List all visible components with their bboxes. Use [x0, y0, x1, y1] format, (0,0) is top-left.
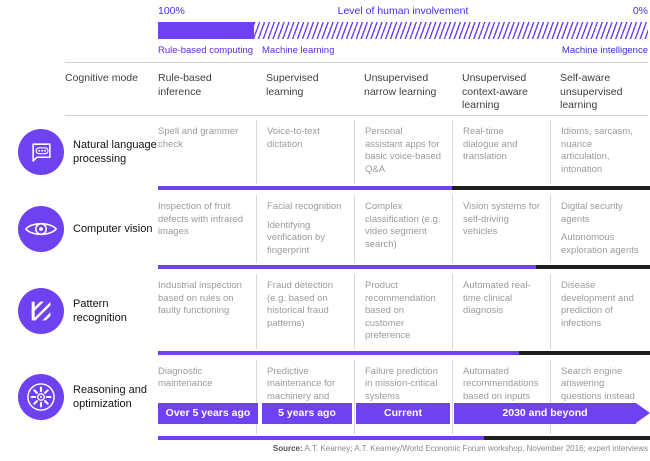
matrix-cell: Diagnostic maintenance — [158, 365, 213, 390]
matrix-cell: Industrial inspection based on rules on … — [158, 280, 242, 317]
corner-header-cognitive-mode: Cognitive mode — [65, 72, 138, 84]
progress-bar-computer-vision — [158, 265, 650, 270]
header-rule-top — [65, 62, 648, 63]
matrix-cell: Product recommendation based on customer… — [354, 274, 452, 349]
wheel-icon — [18, 374, 64, 421]
involvement-bar — [158, 22, 648, 39]
matrix-cell: Personal assistant apps for basic voice-… — [354, 120, 452, 184]
header-rule-bottom — [65, 115, 648, 116]
matrix-cell: Fraud detection (e.g. based on historica… — [256, 274, 354, 349]
timeline-segment-over-5-years-ago: Over 5 years ago — [158, 403, 258, 424]
column-header-unsupervised-context-aware: Unsupervised context-aware learning — [462, 72, 528, 112]
row-label-text: Reasoning and optimization — [73, 383, 148, 411]
matrix-cell: Automated real-time clinical diagnosis — [452, 274, 550, 349]
speech-bubble-icon — [18, 129, 64, 175]
left-percent-label: 100% — [158, 5, 185, 17]
column-header-rule-based-inference: Rule-based inference — [158, 72, 212, 98]
eye-icon — [18, 206, 64, 253]
column-header-self-aware-unsupervised: Self-aware unsupervised learning — [560, 72, 623, 112]
progress-bar-fill — [158, 350, 519, 355]
matrix-cell: Failure prediction in mission-critical s… — [354, 359, 452, 435]
involvement-bar-hatched-segment — [253, 22, 648, 39]
column-header-supervised-learning: Supervised learning — [266, 72, 319, 98]
capability-matrix: Natural language processing Spell and gr… — [0, 120, 650, 445]
progress-bar-fill — [158, 436, 485, 441]
diagonal-stripes-icon — [18, 288, 64, 335]
arrow-right-icon — [636, 403, 650, 423]
timeline-segment-2030-and-beyond: 2030 and beyond — [454, 403, 650, 424]
column-header-row: Cognitive mode Rule-based inference Supe… — [0, 67, 650, 113]
source-label: Source: — [272, 444, 303, 453]
row-label-text: Pattern recognition — [73, 298, 127, 325]
timeline-segment-current: Current — [356, 403, 450, 424]
rule-based-computing-label: Rule-based computing — [158, 45, 254, 56]
row-label-text: Computer vision — [73, 222, 153, 235]
progress-bar-fill — [158, 265, 537, 270]
row-label-computer-vision: Computer vision — [0, 195, 158, 263]
matrix-cell: Voice-to-text dictation — [256, 120, 354, 184]
progress-bar-reasoning — [158, 436, 650, 441]
timeline: Over 5 years ago 5 years ago Current 203… — [158, 403, 650, 424]
involvement-title: Level of human involvement — [337, 5, 469, 17]
progress-bar-pattern-recognition — [158, 350, 650, 355]
matrix-cell: Inspection of fruit defects with infrare… — [158, 201, 244, 238]
row-label-text: Natural language processing — [73, 138, 157, 165]
right-percent-label: 0% — [632, 5, 648, 17]
progress-bar-nlp — [158, 186, 650, 190]
row-label-natural-language-processing: Natural language processing — [0, 120, 158, 184]
source-text: A.T. Kearney; A.T. Kearney/World Economi… — [302, 444, 648, 453]
timeline-segment-5-years-ago: 5 years ago — [262, 403, 352, 424]
matrix-cell: Vision systems for self-driving vehicles — [452, 195, 550, 264]
matrix-cell: Disease development and prediction of in… — [550, 274, 650, 349]
timeline-segment-label: 2030 and beyond — [454, 403, 636, 424]
machine-learning-label: Machine learning — [262, 45, 335, 56]
column-header-unsupervised-narrow: Unsupervised narrow learning — [364, 72, 437, 98]
matrix-cell: Complex classification (e.g. video segme… — [354, 195, 452, 264]
involvement-bar-labels: Rule-based computing Machine learning Ma… — [158, 45, 648, 57]
row-label-pattern-recognition: Pattern recognition — [0, 274, 158, 349]
source-note: Source: A.T. Kearney; A.T. Kearney/World… — [273, 444, 648, 453]
machine-intelligence-label: Machine intelligence — [561, 45, 648, 56]
progress-bar-fill — [158, 186, 453, 190]
matrix-cell: Spell and grammer check — [158, 126, 239, 150]
row-label-reasoning-and-optimization: Reasoning and optimization — [0, 360, 158, 435]
involvement-bar-solid-segment — [158, 22, 254, 39]
matrix-cell: Real-time dialogue and translation — [452, 120, 550, 184]
matrix-cell: Idioms, sarcasm, nuance articulation, in… — [550, 120, 650, 184]
